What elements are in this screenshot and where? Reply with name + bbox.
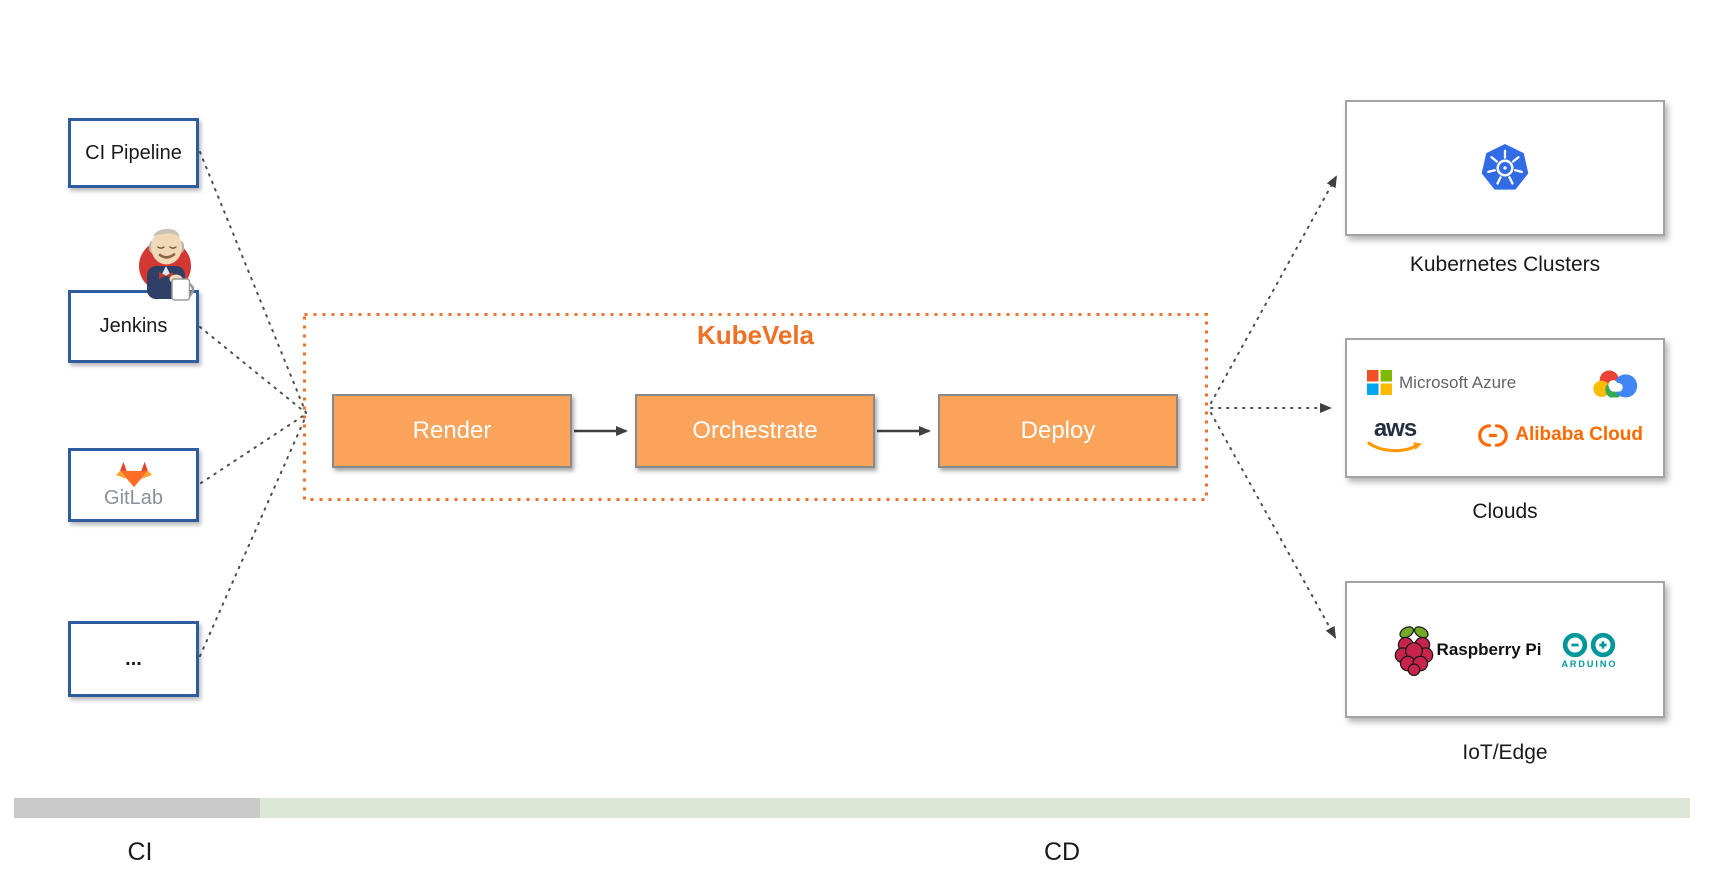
cd-phase-bar [260,798,1690,818]
ci-pipeline-box: CI Pipeline [68,118,199,188]
aws-label: aws [1373,414,1417,442]
arduino-infinity-icon [1563,632,1616,657]
alibaba-cloud-label: Alibaba Cloud [1515,424,1643,445]
gitlab-box: GitLab [68,448,199,522]
arduino-logo: ARDUINO [1561,631,1617,669]
raspberry-pi-label: Raspberry Pi [1436,639,1542,659]
aws-smile-icon [1367,441,1423,452]
iot-logos: Raspberry Pi ARDUINO [1393,624,1618,676]
step-render-label: Render [412,417,492,444]
connector-to-iot [1210,412,1336,639]
clouds-box: Microsoft Azure aws [1345,338,1665,478]
microsoft-azure-label: Microsoft Azure [1399,372,1517,392]
ci-pipeline-label: CI Pipeline [85,141,182,164]
arduino-label: ARDUINO [1561,658,1618,669]
connector-gitlab [200,413,307,484]
clouds-label: Clouds [1472,500,1538,523]
more-sources-label: ... [125,647,142,670]
kubevela-title: KubeVela [696,320,815,350]
microsoft-azure-logo: Microsoft Azure [1367,370,1516,395]
iot-edge-box: Raspberry Pi ARDUINO [1345,581,1665,718]
jenkins-box: Jenkins [68,290,199,363]
connector-jenkins [199,326,307,414]
step-render: Render [332,394,572,468]
connector-to-kubernetes [1210,175,1337,404]
jenkins-mascot-icon [139,228,195,301]
cd-phase-label: CD [1043,838,1081,866]
step-deploy: Deploy [938,394,1178,468]
connector-ci-pipeline [199,151,307,414]
connector-dots [199,415,307,657]
iot-edge-label: IoT/Edge [1462,741,1548,764]
kubernetes-clusters-box [1345,100,1665,236]
jenkins-label: Jenkins [99,315,168,337]
aws-logo: aws [1367,414,1423,454]
more-sources-box: ... [68,621,199,697]
step-orchestrate: Orchestrate [635,394,875,468]
raspberry-icon [1394,625,1433,676]
kubernetes-clusters-label: Kubernetes Clusters [1409,253,1601,276]
ci-phase-label: CI [127,838,153,866]
kubernetes-logo-icon [1481,144,1529,190]
clouds-logos: Microsoft Azure aws [1367,363,1643,454]
ci-phase-bar [14,798,260,818]
kubevela-dashed-frame [303,313,1208,501]
step-deploy-label: Deploy [1020,417,1096,444]
google-cloud-logo-icon [1589,369,1643,403]
gitlab-label: GitLab [104,486,163,509]
raspberry-pi-logo: Raspberry Pi [1393,624,1542,676]
gitlab-fox-icon [115,461,152,487]
step-orchestrate-label: Orchestrate [692,417,818,444]
microsoft-logo-icon [1367,370,1392,395]
alibaba-brackets-icon [1478,423,1509,447]
alibaba-cloud-logo: Alibaba Cloud [1478,422,1643,449]
